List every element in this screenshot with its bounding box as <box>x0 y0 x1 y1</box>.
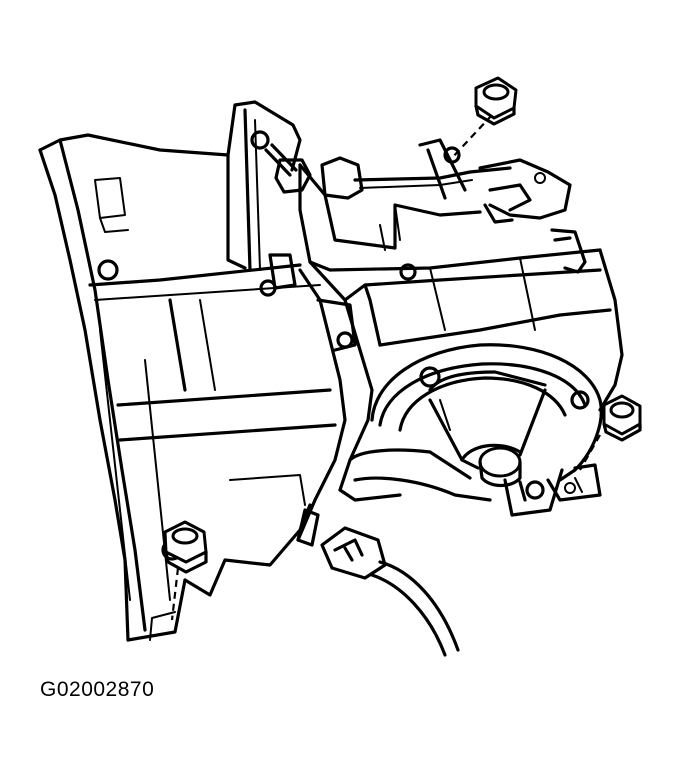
motor-mounting-tab <box>503 463 602 517</box>
dash-panel <box>38 100 337 642</box>
actuator-linkage <box>353 138 587 274</box>
lower-nut <box>163 520 208 621</box>
top-nut <box>443 76 518 164</box>
right-nut <box>564 394 642 494</box>
mounting-stud <box>264 143 312 194</box>
blower-motor <box>348 343 603 502</box>
upper-bracket <box>226 108 270 272</box>
blower-housing <box>268 156 624 542</box>
figure-code: G02002870 <box>40 678 155 701</box>
electrical-connector <box>296 508 460 657</box>
blower-motor-assembly-diagram <box>38 76 642 657</box>
